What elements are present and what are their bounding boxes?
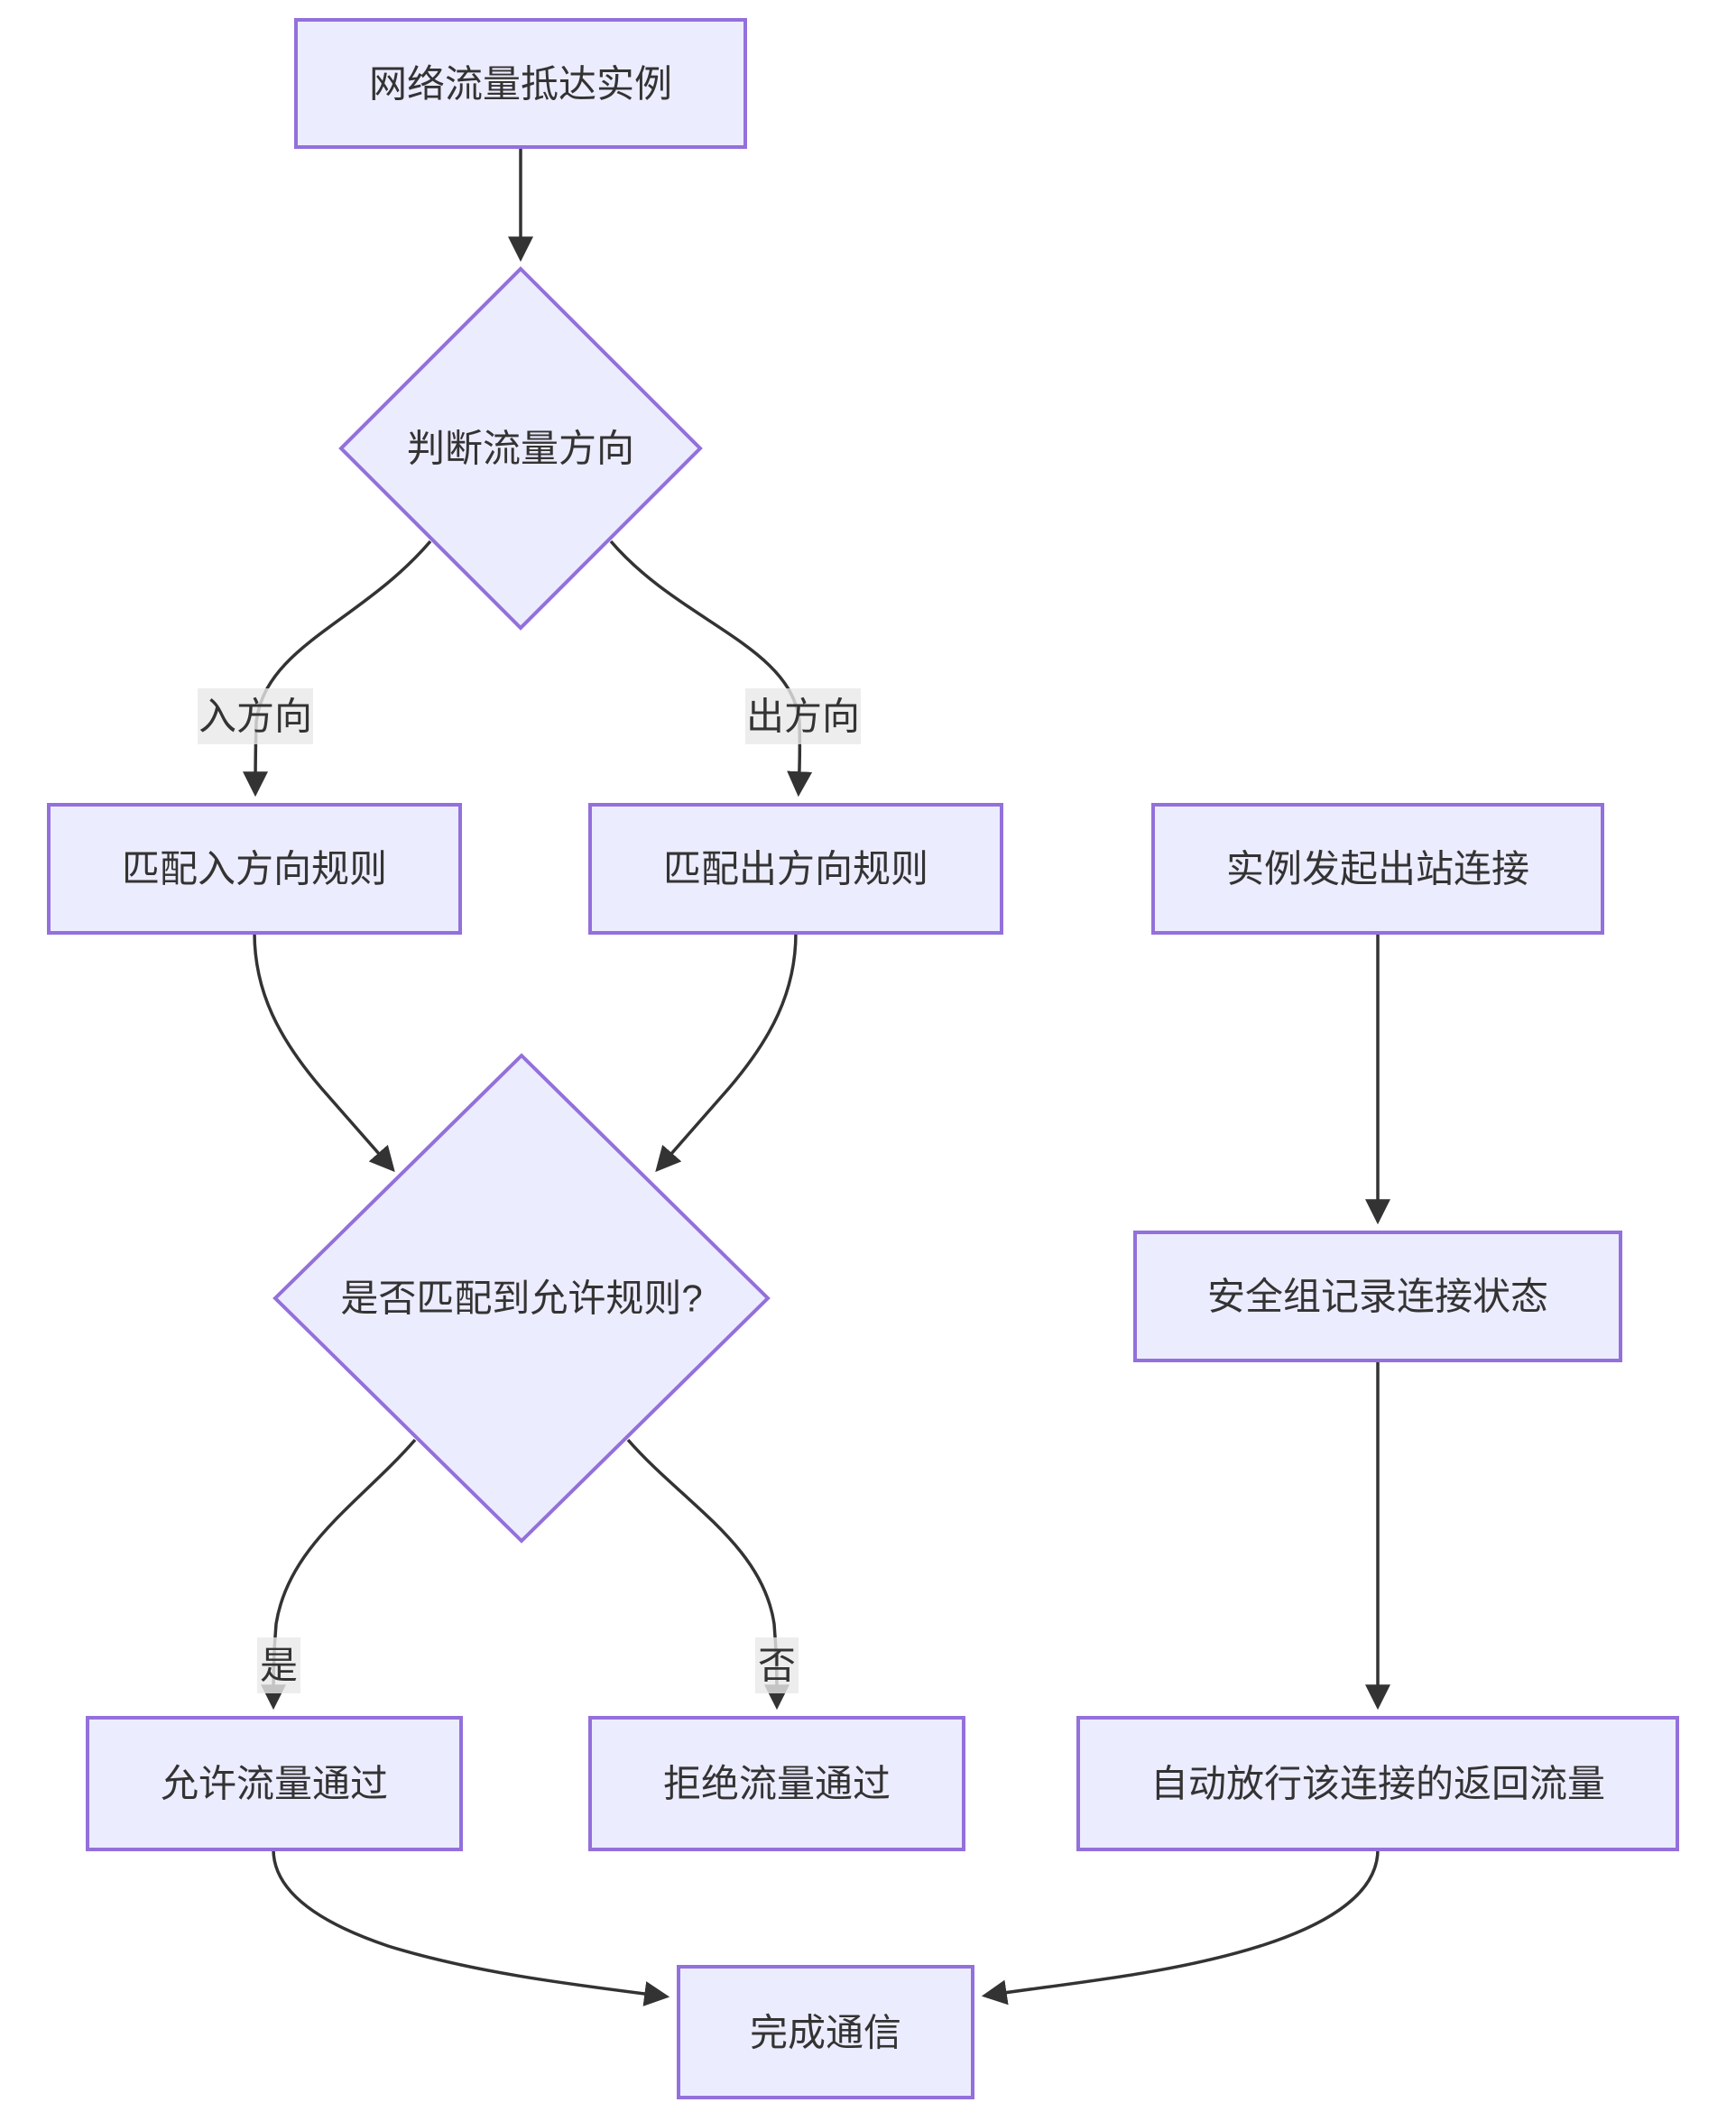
node-auto-allow-return-traffic-label: 自动放行该连接的返回流量 [1150, 1763, 1605, 1805]
node-auto-allow-return-traffic: 自动放行该连接的返回流量 [1076, 1716, 1679, 1851]
edge-label-no: 否 [755, 1637, 799, 1693]
node-traffic-arrives-instance-box [294, 18, 747, 149]
node-instance-initiates-outbound-box [1151, 803, 1604, 935]
edge-label-yes: 是 [257, 1637, 300, 1693]
node-match-inbound-rules-label: 匹配入方向规则 [122, 848, 387, 890]
decision-allow-rule-matched-label: 是否匹配到允许规则? [340, 1277, 702, 1320]
node-instance-initiates-outbound: 实例发起出站连接 [1151, 803, 1604, 935]
node-auto-allow-return-traffic-box [1076, 1716, 1679, 1851]
edge-label-inbound: 入方向 [198, 688, 313, 744]
edge-f-to-i [626, 1438, 790, 1711]
decision-allow-rule-matched-diamond [272, 1053, 771, 1544]
node-traffic-arrives-instance-label: 网络流量抵达实例 [369, 63, 672, 106]
edge-c-to-f [253, 932, 395, 1173]
edge-label-inbound-text: 入方向 [199, 696, 312, 738]
node-communication-complete: 完成通信 [677, 1965, 974, 2099]
node-security-group-records-state-box [1133, 1231, 1622, 1362]
edge-b-to-d [609, 539, 813, 798]
edge-label-no-text: 否 [758, 1645, 796, 1687]
node-security-group-records-state: 安全组记录连接状态 [1133, 1231, 1622, 1362]
node-allow-traffic-box [86, 1716, 463, 1851]
edge-label-inbound-bg [198, 688, 313, 744]
edge-label-outbound-text: 出方向 [746, 696, 860, 738]
node-allow-traffic: 允许流量通过 [86, 1716, 463, 1851]
node-deny-traffic-label: 拒绝流量通过 [663, 1763, 891, 1805]
edges-layer [243, 147, 1390, 2006]
node-match-outbound-rules: 匹配出方向规则 [588, 803, 1003, 935]
node-match-outbound-rules-label: 匹配出方向规则 [663, 848, 928, 890]
node-deny-traffic-box [588, 1716, 965, 1851]
edge-d-to-f [655, 932, 798, 1173]
edge-label-outbound: 出方向 [745, 688, 861, 744]
node-instance-initiates-outbound-label: 实例发起出站连接 [1226, 848, 1529, 890]
edge-label-outbound-bg [745, 688, 861, 744]
node-allow-traffic-label: 允许流量通过 [161, 1763, 388, 1805]
node-deny-traffic: 拒绝流量通过 [588, 1716, 965, 1851]
node-communication-complete-label: 完成通信 [750, 2012, 901, 2054]
node-match-outbound-rules-box [588, 803, 1003, 935]
node-match-inbound-rules-box [47, 803, 462, 935]
edge-label-yes-text: 是 [260, 1645, 298, 1687]
node-match-inbound-rules: 匹配入方向规则 [47, 803, 462, 935]
edge-labels-layer: 入方向 出方向 是 否 [198, 688, 861, 1693]
decision-allow-rule-matched: 是否匹配到允许规则? [272, 1053, 771, 1544]
edge-h-to-k [272, 1849, 670, 2006]
node-traffic-arrives-instance: 网络流量抵达实例 [294, 18, 747, 149]
edge-label-yes-bg [257, 1637, 300, 1693]
edge-b-to-c [243, 539, 432, 798]
decision-traffic-direction-diamond [338, 266, 703, 631]
decision-traffic-direction: 判断流量方向 [338, 266, 703, 631]
node-communication-complete-box [677, 1965, 974, 2099]
nodes-layer: 网络流量抵达实例 判断流量方向 匹配入方向规则 匹配出方向规则 实例发起出站连接… [47, 18, 1679, 2099]
node-security-group-records-state-label: 安全组记录连接状态 [1207, 1276, 1548, 1318]
edge-j-to-k [981, 1849, 1380, 2006]
decision-traffic-direction-label: 判断流量方向 [407, 428, 634, 470]
edge-label-no-bg [755, 1637, 799, 1693]
